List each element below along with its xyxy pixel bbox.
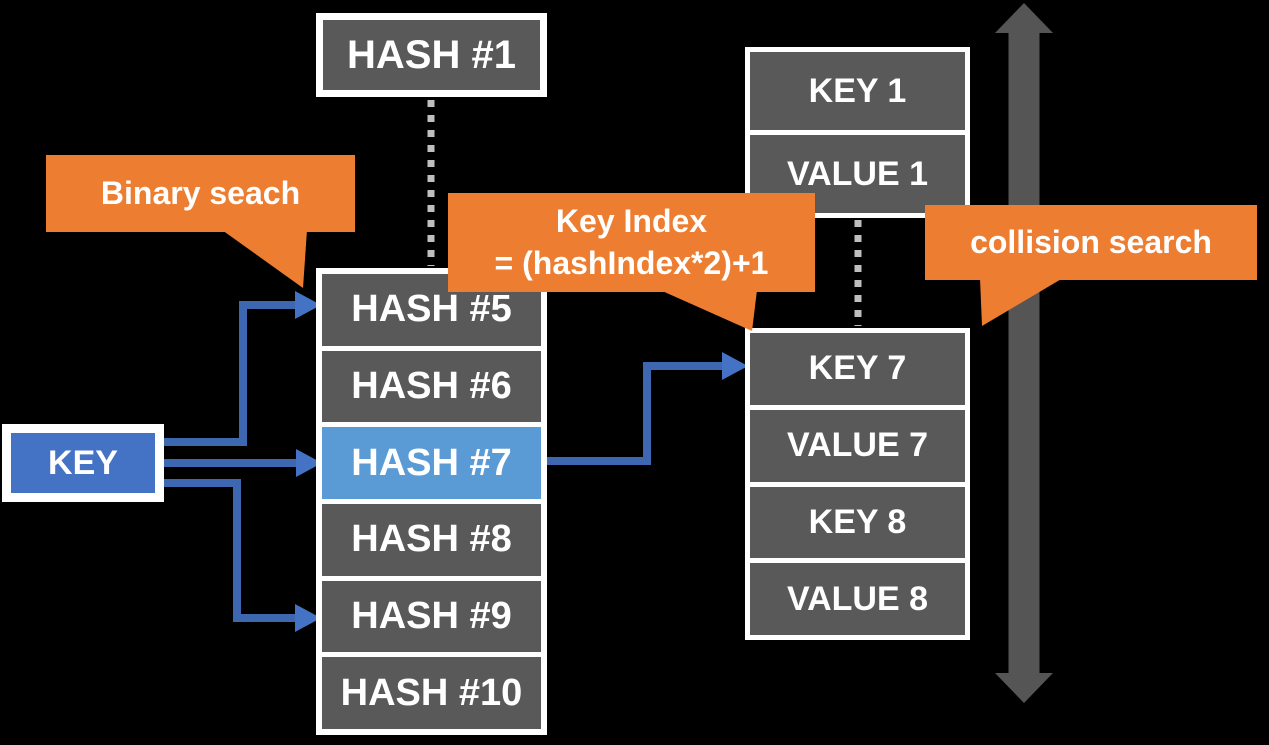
collision-search-callout-label: collision search xyxy=(970,223,1212,260)
hash7-to-key7-arrow xyxy=(540,352,748,465)
hash-cell-8: HASH #8 xyxy=(322,504,541,576)
key-to-hash7-arrow xyxy=(160,449,322,477)
hash-cell-10: HASH #10 xyxy=(322,657,541,730)
kv-group-7-8: KEY 7 VALUE 7 KEY 8 VALUE 8 xyxy=(745,328,970,640)
key-to-hash5-arrow xyxy=(160,291,321,446)
kv-group-1: KEY 1 VALUE 1 xyxy=(745,47,970,218)
key-label: KEY xyxy=(11,433,155,493)
key-index-callout-line1: Key Index xyxy=(555,202,708,239)
hash-cell-6: HASH #6 xyxy=(322,350,541,423)
collision-search-callout-tail xyxy=(980,278,1063,326)
key-box: KEY xyxy=(2,424,164,502)
value8-cell: VALUE 8 xyxy=(750,563,965,635)
binary-search-callout-tail xyxy=(222,230,307,288)
key8-cell: KEY 8 xyxy=(750,486,965,559)
hash1-box: HASH #1 xyxy=(316,13,547,97)
hash-column: HASH #5 HASH #6 HASH #7 HASH #8 HASH #9 … xyxy=(316,268,547,735)
hash-cell-7-highlighted: HASH #7 xyxy=(322,427,541,500)
binary-search-callout: Binary seach xyxy=(46,155,355,232)
key7-cell: KEY 7 xyxy=(750,333,965,405)
value7-cell: VALUE 7 xyxy=(750,409,965,482)
collision-scan-double-arrow xyxy=(995,3,1053,703)
key-index-callout-line2: = (hashIndex*2)+1 xyxy=(494,244,769,281)
key-index-callout: Key Index = (hashIndex*2)+1 xyxy=(448,193,815,292)
binary-search-callout-label: Binary seach xyxy=(100,174,301,211)
hash1-label: HASH #1 xyxy=(347,32,516,77)
hash-cell-5: HASH #5 xyxy=(322,274,541,346)
key-index-callout-tail xyxy=(660,290,757,331)
key1-cell: KEY 1 xyxy=(750,52,965,130)
hash-cell-9: HASH #9 xyxy=(322,580,541,653)
collision-search-callout: collision search xyxy=(925,205,1257,280)
key-to-hash9-arrow xyxy=(160,479,321,632)
